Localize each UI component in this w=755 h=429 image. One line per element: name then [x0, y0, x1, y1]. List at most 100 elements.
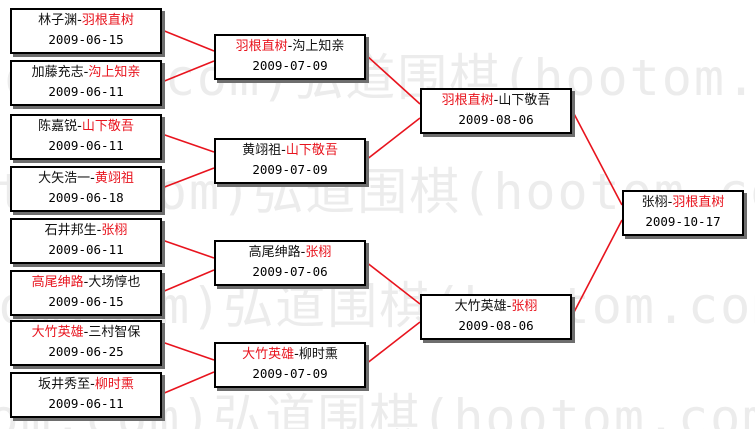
player-name: 大竹英雄: [31, 325, 84, 340]
name-separator: -: [506, 299, 512, 314]
name-separator: -: [96, 223, 102, 238]
player-name: 加藤充志: [31, 65, 84, 80]
match-players: 加藤充志-沟上知亲: [12, 63, 160, 82]
player-name: 羽根直树: [81, 13, 134, 28]
match-date: 2009-06-25: [48, 344, 124, 359]
name-separator: -: [83, 325, 89, 340]
match-players: 黄翊祖-山下敬吾: [216, 141, 364, 160]
match-box: 大矢浩一-黄翊祖 2009-06-18: [10, 166, 162, 212]
name-separator: -: [83, 65, 89, 80]
player-name: 大竹英雄: [242, 347, 295, 362]
match-date: 2009-06-11: [48, 396, 124, 411]
match-date: 2009-07-06: [252, 264, 328, 279]
name-separator: -: [287, 39, 293, 54]
name-separator: -: [493, 93, 499, 108]
connector-r2m3-r3m2: [365, 261, 421, 305]
match-box: 黄翊祖-山下敬吾 2009-07-09: [214, 138, 366, 184]
connector-r1m8-r2m4: [161, 371, 215, 395]
player-name: 张栩: [511, 299, 538, 314]
player-name: 张栩: [641, 195, 668, 210]
match-box: 石井邦生-张栩 2009-06-11: [10, 218, 162, 264]
match-players: 高尾绅路-大场惇也: [12, 273, 160, 292]
match-players: 大竹英雄-柳时熏: [216, 345, 364, 364]
name-separator: -: [77, 119, 82, 134]
player-name: 羽根直树: [672, 195, 725, 210]
player-name: 羽根直树: [441, 93, 494, 108]
connector-r1m5-r2m3: [161, 239, 215, 259]
player-name: 柳时熏: [94, 377, 134, 392]
player-name: 张栩: [101, 223, 128, 238]
player-name: 张栩: [305, 245, 332, 260]
connector-r1m6-r2m3: [161, 269, 215, 293]
player-name: 羽根直树: [235, 39, 288, 54]
connector-r1m7-r2m4: [161, 341, 215, 361]
player-name: 高尾绅路: [31, 275, 84, 290]
match-date: 2009-06-11: [48, 84, 124, 99]
connector-r3m2-final: [571, 219, 623, 317]
match-box: 加藤充志-沟上知亲 2009-06-11: [10, 60, 162, 106]
player-name: 大竹英雄: [454, 299, 507, 314]
player-name: 沟上知亲: [292, 39, 345, 54]
name-separator: -: [281, 143, 286, 158]
player-name: 林子渊: [38, 13, 78, 28]
match-box: 高尾绅路-张栩 2009-07-06: [214, 240, 366, 286]
match-players: 陈嘉锐-山下敬吾: [12, 117, 160, 136]
match-date: 2009-06-11: [48, 242, 124, 257]
match-players: 羽根直树-沟上知亲: [216, 37, 364, 56]
name-separator: -: [300, 245, 306, 260]
match-date: 2009-06-11: [48, 138, 124, 153]
match-players: 石井邦生-张栩: [12, 221, 160, 240]
name-separator: -: [90, 377, 95, 392]
name-separator: -: [294, 347, 299, 362]
player-name: 山下敬吾: [498, 93, 551, 108]
player-name: 大矢浩一: [38, 171, 91, 186]
connector-r2m4-r3m2: [365, 321, 421, 365]
name-separator: -: [667, 195, 673, 210]
match-players: 高尾绅路-张栩: [216, 243, 364, 262]
match-date: 2009-06-15: [48, 294, 124, 309]
match-date: 2009-07-09: [252, 58, 328, 73]
player-name: 沟上知亲: [88, 65, 141, 80]
player-name: 黄翊祖: [94, 171, 134, 186]
player-name: 陈嘉锐: [38, 119, 78, 134]
name-separator: -: [83, 275, 89, 290]
match-players: 羽根直树-山下敬吾: [422, 91, 570, 110]
match-date: 2009-06-18: [48, 190, 124, 205]
connector-r2m2-r3m1: [365, 117, 421, 161]
match-box: 大竹英雄-柳时熏 2009-07-09: [214, 342, 366, 388]
match-date: 2009-07-09: [252, 366, 328, 381]
match-box: 大竹英雄-三村智保 2009-06-25: [10, 320, 162, 366]
name-separator: -: [77, 13, 82, 28]
player-name: 山下敬吾: [81, 119, 134, 134]
match-date: 2009-06-15: [48, 32, 124, 47]
match-players: 大矢浩一-黄翊祖: [12, 169, 160, 188]
match-players: 大竹英雄-张栩: [422, 297, 570, 316]
connector-r1m2-r2m1: [161, 60, 215, 83]
match-box: 坂井秀至-柳时熏 2009-06-11: [10, 372, 162, 418]
match-box: 陈嘉锐-山下敬吾 2009-06-11: [10, 114, 162, 160]
match-date: 2009-08-06: [458, 318, 534, 333]
match-players: 林子渊-羽根直树: [12, 11, 160, 30]
connector-r3m1-final: [571, 109, 623, 206]
match-box: 林子渊-羽根直树 2009-06-15: [10, 8, 162, 54]
player-name: 山下敬吾: [285, 143, 338, 158]
connector-r1m4-r2m2: [161, 167, 215, 189]
player-name: 柳时熏: [298, 347, 338, 362]
player-name: 大场惇也: [88, 275, 141, 290]
connector-r1m3-r2m2: [161, 133, 215, 153]
match-box: 大竹英雄-张栩 2009-08-06: [420, 294, 572, 340]
player-name: 坂井秀至: [38, 377, 91, 392]
match-box: 高尾绅路-大场惇也 2009-06-15: [10, 270, 162, 316]
player-name: 黄翊祖: [242, 143, 282, 158]
player-name: 石井邦生: [44, 223, 97, 238]
final-match-box: 张栩-羽根直树 2009-10-17: [622, 190, 744, 236]
match-players: 大竹英雄-三村智保: [12, 323, 160, 342]
match-box: 羽根直树-山下敬吾 2009-08-06: [420, 88, 572, 134]
connector-r2m1-r3m1: [365, 54, 421, 105]
match-date: 2009-10-17: [645, 214, 721, 229]
name-separator: -: [90, 171, 95, 186]
match-box: 羽根直树-沟上知亲 2009-07-09: [214, 34, 366, 80]
match-date: 2009-08-06: [458, 112, 534, 127]
match-date: 2009-07-09: [252, 162, 328, 177]
